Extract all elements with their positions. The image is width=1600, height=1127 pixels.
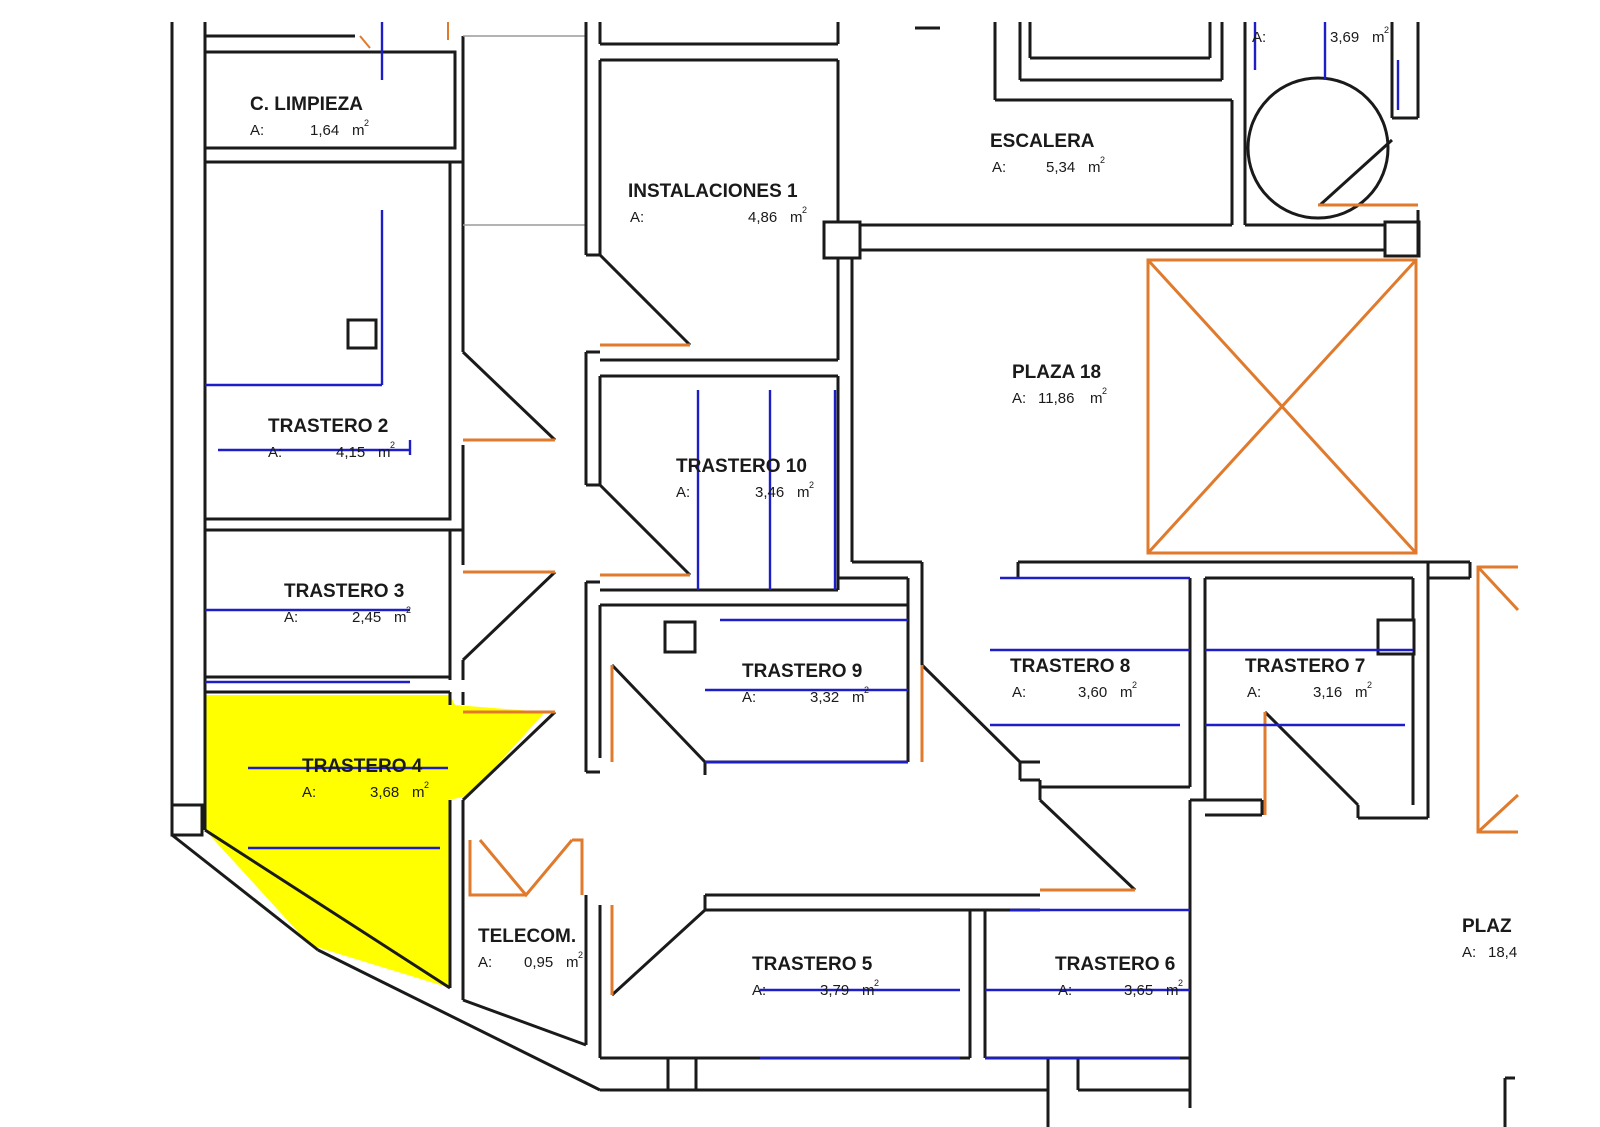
room-label-trastero-9: TRASTERO 9 A: 3,32 m 2 — [742, 661, 869, 706]
area-exponent: 2 — [809, 480, 814, 490]
room-name: TRASTERO 4 — [302, 756, 423, 777]
area-exponent: 2 — [578, 950, 583, 960]
room-label-trastero-6: TRASTERO 6 A: 3,65 m 2 — [1055, 954, 1183, 999]
area-label: A: — [752, 982, 766, 999]
area-unit: m — [1166, 982, 1179, 999]
room-name: TRASTERO 5 — [752, 954, 873, 975]
area-value: 3,46 — [755, 484, 784, 501]
area-label: A: — [630, 209, 644, 226]
area-label: A: — [1012, 390, 1026, 407]
area-value: 4,15 — [336, 444, 365, 461]
room-name: C. LIMPIEZA — [250, 94, 363, 115]
room-label-trastero-10: TRASTERO 10 A: 3,46 m 2 — [676, 456, 814, 501]
area-unit: m — [852, 689, 865, 706]
area-unit: m — [412, 784, 425, 801]
area-unit: m — [790, 209, 803, 226]
area-value: 3,32 — [810, 689, 839, 706]
room-label-c-limpieza: C. LIMPIEZA A: 1,64 m 2 — [250, 94, 369, 139]
area-label: A: — [478, 954, 492, 971]
area-unit: m — [1088, 159, 1101, 176]
room-name: TRASTERO 10 — [676, 456, 807, 477]
area-exponent: 2 — [1384, 25, 1389, 35]
area-unit: m — [1355, 684, 1368, 701]
area-unit: m — [352, 122, 365, 139]
area-label: A: — [992, 159, 1006, 176]
area-value: 2,45 — [352, 609, 381, 626]
room-name: INSTALACIONES 1 — [628, 181, 798, 202]
area-exponent: 2 — [1102, 386, 1107, 396]
area-value: 3,79 — [820, 982, 849, 999]
area-exponent: 2 — [1367, 680, 1372, 690]
room-label-trastero-5: TRASTERO 5 A: 3,79 m 2 — [752, 954, 879, 999]
area-value: 11,86 — [1038, 390, 1074, 407]
room-name: TRASTERO 7 — [1245, 656, 1365, 677]
area-value: 4,86 — [748, 209, 777, 226]
area-value: 1,64 — [310, 122, 339, 139]
area-unit: m — [797, 484, 810, 501]
room-name: TELECOM. — [478, 926, 576, 947]
area-value: 3,16 — [1313, 684, 1342, 701]
room-label-plaza-18: PLAZA 18 A: 11,86 m 2 — [1012, 362, 1107, 407]
area-unit: m — [394, 609, 407, 626]
area-label: A: — [676, 484, 690, 501]
area-label: A: — [1252, 29, 1266, 46]
room-label-trastero-8: TRASTERO 8 A: 3,60 m 2 — [1010, 656, 1137, 701]
pipes — [205, 22, 1413, 1060]
room-label-instalaciones-1: INSTALACIONES 1 A: 4,86 m 2 — [628, 181, 807, 226]
room-name: TRASTERO 3 — [284, 581, 404, 602]
area-label: A: — [1012, 684, 1026, 701]
area-label: A: — [742, 689, 756, 706]
room-label-escalera: ESCALERA A: 5,34 m 2 — [990, 131, 1105, 176]
room-label-ascensor: A: 3,69 m 2 — [1252, 25, 1389, 46]
room-name: PLAZ — [1462, 916, 1512, 937]
area-value: 5,34 — [1046, 159, 1075, 176]
room-name: TRASTERO 6 — [1055, 954, 1175, 975]
area-unit: m — [1120, 684, 1133, 701]
room-label-trastero-7: TRASTERO 7 A: 3,16 m 2 — [1245, 656, 1372, 701]
area-value: 3,69 — [1330, 29, 1359, 46]
area-unit: m — [378, 444, 391, 461]
area-exponent: 2 — [424, 780, 429, 790]
area-value: 18,4 — [1488, 944, 1517, 961]
room-label-plaza-partial: PLAZ A: 18,4 — [1462, 916, 1517, 961]
area-exponent: 2 — [1100, 155, 1105, 165]
area-value: 0,95 — [524, 954, 553, 971]
room-name: ESCALERA — [990, 131, 1095, 152]
area-value: 3,65 — [1124, 982, 1153, 999]
room-name: PLAZA 18 — [1012, 362, 1101, 383]
area-exponent: 2 — [1132, 680, 1137, 690]
room-label-trastero-2: TRASTERO 2 A: 4,15 m 2 — [268, 416, 395, 461]
area-label: A: — [1247, 684, 1261, 701]
area-unit: m — [862, 982, 875, 999]
room-label-trastero-3: TRASTERO 3 A: 2,45 m 2 — [284, 581, 411, 626]
area-exponent: 2 — [864, 685, 869, 695]
doors — [359, 22, 1520, 995]
area-label: A: — [284, 609, 298, 626]
area-label: A: — [250, 122, 264, 139]
area-label: A: — [1058, 982, 1072, 999]
area-unit: m — [1090, 390, 1103, 407]
area-label: A: — [268, 444, 282, 461]
room-label-telecom: TELECOM. A: 0,95 m 2 — [478, 926, 583, 971]
area-label: A: — [1462, 944, 1476, 961]
area-exponent: 2 — [406, 605, 411, 615]
area-unit: m — [566, 954, 579, 971]
area-value: 3,68 — [370, 784, 399, 801]
room-name: TRASTERO 2 — [268, 416, 388, 437]
area-value: 3,60 — [1078, 684, 1107, 701]
area-unit: m — [1372, 29, 1385, 46]
area-exponent: 2 — [802, 205, 807, 215]
area-exponent: 2 — [364, 118, 369, 128]
room-name: TRASTERO 8 — [1010, 656, 1130, 677]
area-exponent: 2 — [1178, 978, 1183, 988]
area-exponent: 2 — [390, 440, 395, 450]
walls — [170, 22, 1515, 1127]
area-label: A: — [302, 784, 316, 801]
room-name: TRASTERO 9 — [742, 661, 862, 682]
room-label-trastero-4: TRASTERO 4 A: 3,68 m 2 — [302, 756, 429, 801]
area-exponent: 2 — [874, 978, 879, 988]
